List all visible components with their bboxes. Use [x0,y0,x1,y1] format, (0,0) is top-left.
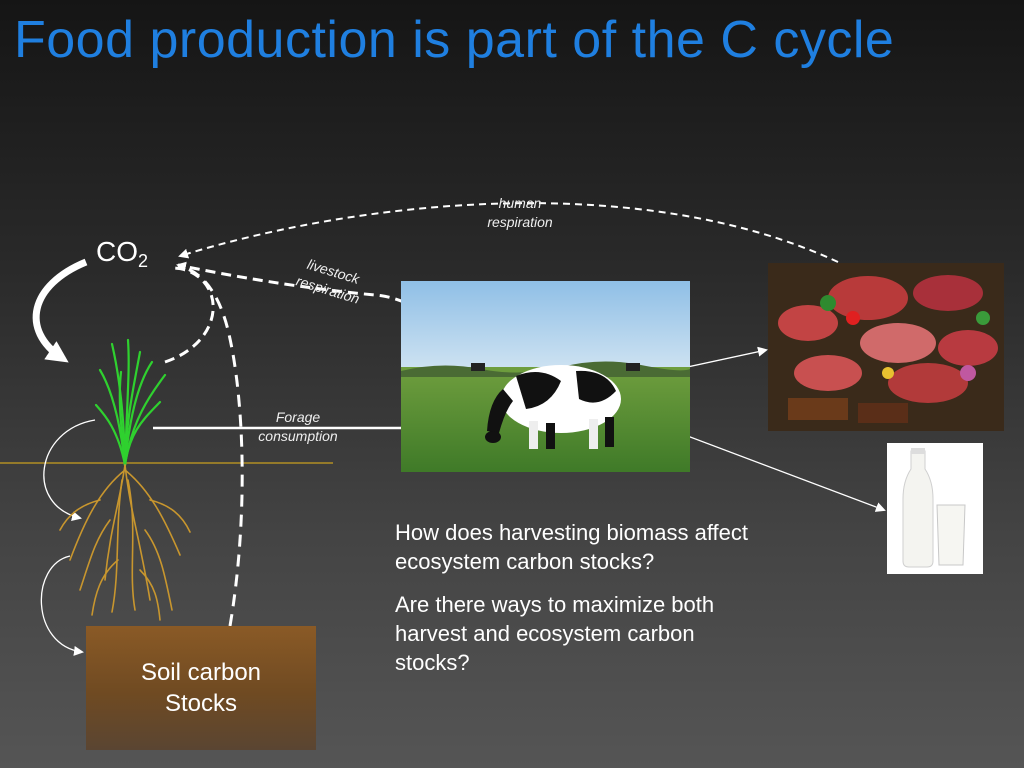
plant-roots [59,464,191,621]
soil-carbon-stocks: Soil carbon Stocks [86,626,316,750]
slide-title: Food production is part of the C cycle [14,11,895,69]
soil-label-line1: Soil carbon [140,659,262,686]
litter-input-arrow [43,419,96,522]
milk-image [887,443,983,574]
co2-subscript: 2 [138,251,149,271]
co2-label: CO2 [96,236,148,272]
human-respiration-label: human respiration [487,195,553,230]
meat-image [768,263,1004,431]
photosynthesis-arrow [32,258,88,363]
forage-consumption-label: Forage consumption [258,409,338,444]
cow-grazing-image [401,281,690,472]
soil-label-line2: Stocks [164,690,238,717]
grass-plant [94,338,167,467]
question-2: Are there ways to maximize both harvest … [395,592,715,675]
root-input-arrow [40,555,84,656]
question-1: How does harvesting biomass affect ecosy… [395,520,748,574]
questions-block: How does harvesting biomass affect ecosy… [395,518,755,691]
co2-text: CO [96,236,138,267]
